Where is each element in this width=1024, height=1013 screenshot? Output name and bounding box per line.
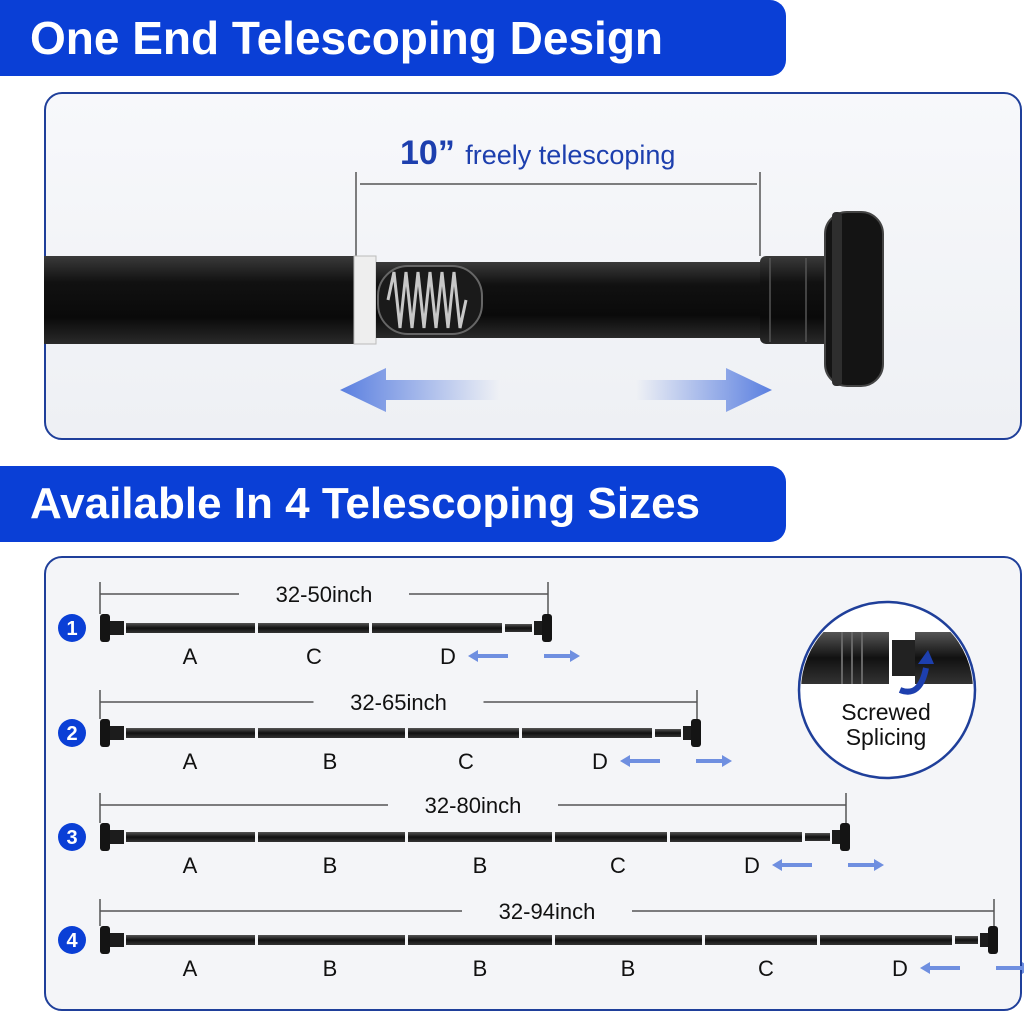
size-row-2: 32-65inch 2A B C D — [58, 690, 732, 774]
rod-segment — [955, 936, 978, 944]
rod-segment — [408, 935, 552, 945]
rod-segment — [655, 729, 681, 737]
segment-label: D — [592, 749, 608, 774]
size-number-badge — [58, 926, 86, 954]
spring-icon — [386, 271, 468, 329]
rod-segment — [805, 833, 830, 841]
rod-segment — [126, 832, 255, 842]
rod-connector — [110, 933, 124, 947]
right-arrow-icon — [848, 859, 884, 871]
rod-segment — [408, 728, 519, 738]
rod-connector — [980, 933, 990, 947]
rod-segment — [705, 935, 817, 945]
rod-segment — [670, 832, 802, 842]
telescoping-length-value: 10” — [400, 134, 455, 172]
segment-label: B — [621, 956, 636, 981]
rod-connector — [110, 726, 124, 740]
left-arrow-icon — [468, 650, 508, 662]
segment-label: C — [758, 956, 774, 981]
segment-label: C — [458, 749, 474, 774]
rod-segment — [258, 935, 405, 945]
large-rod — [44, 211, 884, 387]
size-range-label: 32-80inch — [425, 793, 522, 818]
segment-label: B — [323, 853, 338, 878]
size-row-1: 32-50inch 1A C D — [58, 582, 580, 669]
inset-label-line1: Screwed — [841, 699, 930, 725]
size-number: 2 — [66, 723, 77, 745]
rod-end-cap — [988, 926, 998, 954]
segment-label: C — [306, 644, 322, 669]
rod-connector — [683, 726, 693, 740]
segment-label: B — [323, 749, 338, 774]
segment-label: A — [183, 853, 198, 878]
rod-connector — [534, 621, 544, 635]
size-row-3: 32-80inch 3A B B C D — [58, 793, 884, 878]
right-arrow-icon — [996, 962, 1024, 974]
rod-segment — [126, 935, 255, 945]
inset-label-line2: Splicing — [846, 724, 927, 750]
rod-segment — [408, 832, 552, 842]
telescoping-dimension-line — [355, 172, 761, 256]
rod-end-cap — [100, 926, 110, 954]
rod-segment — [126, 728, 255, 738]
rod-segment — [555, 832, 667, 842]
rod-segment — [126, 623, 255, 633]
segment-label: B — [323, 956, 338, 981]
size-number: 3 — [66, 827, 77, 849]
segment-label: B — [473, 853, 488, 878]
rod-segment — [258, 623, 369, 633]
rod-segment — [820, 935, 952, 945]
telescoping-length-label: 10” freely telescoping — [400, 134, 675, 172]
section-title-telescoping-design: One End Telescoping Design — [0, 0, 786, 76]
rod-end-cap — [100, 614, 110, 642]
left-arrow-icon — [772, 859, 812, 871]
rod-connector — [110, 830, 124, 844]
left-arrow-icon — [920, 962, 960, 974]
rod-segment — [505, 624, 532, 632]
segment-label: D — [892, 956, 908, 981]
right-arrow-icon — [636, 368, 772, 412]
rod-end-cap — [100, 719, 110, 747]
size-number-badge — [58, 823, 86, 851]
rod-segment — [522, 728, 652, 738]
size-range-label: 32-50inch — [276, 582, 373, 607]
segment-label: D — [440, 644, 456, 669]
rod-end-cap — [542, 614, 552, 642]
size-range-label: 32-94inch — [499, 899, 596, 924]
segment-label: A — [183, 644, 198, 669]
segment-label: D — [744, 853, 760, 878]
segment-label: C — [610, 853, 626, 878]
rod-end-cap — [840, 823, 850, 851]
left-arrow-icon — [340, 368, 500, 412]
rod-segment — [555, 935, 702, 945]
rod-segment — [258, 728, 405, 738]
rod-connector — [832, 830, 842, 844]
segment-label: B — [473, 956, 488, 981]
left-arrow-icon — [620, 755, 660, 767]
size-number-badge — [58, 614, 86, 642]
right-arrow-icon — [544, 650, 580, 662]
segment-label: A — [183, 956, 198, 981]
segment-label: A — [183, 749, 198, 774]
size-row-4: 32-94inch 4A B B B C D — [58, 899, 1024, 981]
rod-segment — [258, 832, 405, 842]
rod-end-cap — [100, 823, 110, 851]
size-number: 4 — [66, 930, 78, 952]
screwed-splicing-inset: Screwed Splicing — [797, 600, 977, 780]
size-range-label: 32-65inch — [350, 690, 447, 715]
size-number-badge — [58, 719, 86, 747]
size-number: 1 — [66, 618, 77, 640]
rod-connector — [110, 621, 124, 635]
right-arrow-icon — [696, 755, 732, 767]
section-title-sizes: Available In 4 Telescoping Sizes — [0, 466, 786, 542]
rod-segment — [372, 623, 502, 633]
rod-end-cap — [691, 719, 701, 747]
telescoping-length-text: freely telescoping — [465, 140, 675, 170]
